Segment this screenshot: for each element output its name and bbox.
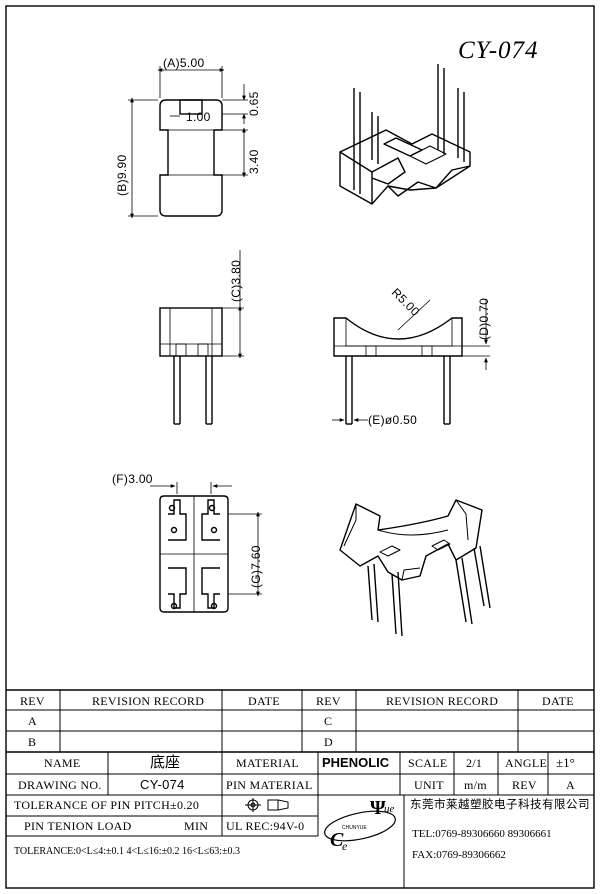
title-block-grid: [6, 752, 594, 888]
top-view-dimensions: [128, 66, 248, 219]
bottom-view-dimensions: [150, 482, 262, 597]
name-value: 底座: [150, 754, 181, 771]
dimension-a: (A)5.00: [163, 56, 205, 70]
general-tolerance: TOLERANCE:0<L≤4:±0.1 4<L≤16:±0.2 16<L≤63…: [14, 846, 241, 857]
angle-label: ANGLE: [505, 756, 548, 770]
ul-rec: UL REC:94V-0: [226, 819, 305, 833]
pin-load-label: PIN TENION LOAD: [24, 819, 132, 833]
top-view-drawing: [159, 99, 223, 217]
side-view-drawing: [159, 307, 223, 425]
revision-record-header-left: REVISION RECORD: [92, 694, 205, 708]
dimension-d: (D)0.70: [477, 297, 491, 340]
drawing-no-label: DRAWING NO.: [18, 778, 102, 792]
date-header-left: DATE: [248, 694, 280, 708]
dimension-top-offset: 0.65: [247, 91, 261, 116]
scale-label: SCALE: [408, 756, 448, 770]
material-value: PHENOLIC: [322, 755, 390, 770]
company-name: 东莞市莱越塑胶电子科技有限公司: [410, 799, 590, 811]
company-logo: C e Ψ ue CHUNYUE: [324, 797, 396, 853]
dimension-e: (E)ø0.50: [368, 413, 418, 427]
rev-row-a: A: [28, 714, 37, 728]
svg-text:Ψ: Ψ: [370, 797, 386, 819]
dimension-f: (F)3.00: [112, 472, 153, 486]
pin-pitch-tolerance: TOLERANCE OF PIN PITCH±0.20: [14, 798, 200, 812]
svg-text:C: C: [330, 829, 344, 851]
sheet-border: [5, 5, 595, 889]
unit-value: m/m: [464, 778, 487, 792]
name-label: NAME: [44, 756, 81, 770]
material-label: MATERIAL: [236, 756, 300, 770]
company-fax: FAX:0769-89306662: [412, 849, 506, 861]
front-view-dimensions: [332, 299, 490, 422]
scale-value: 2/1: [466, 756, 483, 770]
drawing-no-value: CY-074: [140, 777, 185, 792]
rev-value: A: [566, 778, 575, 792]
dimension-mid-height: 3.40: [247, 149, 261, 174]
rev-row-c: C: [324, 714, 333, 728]
angle-value: ±1°: [556, 755, 575, 770]
unit-label: UNIT: [414, 778, 444, 792]
isometric-view-bottom: [339, 499, 491, 637]
rev-label: REV: [512, 778, 537, 792]
date-header-right: DATE: [542, 694, 574, 708]
isometric-view-top: [339, 64, 471, 205]
bottom-view-drawing: [159, 495, 229, 613]
front-view-drawing: [333, 317, 463, 425]
rev-header-right: REV: [316, 694, 341, 708]
revision-record-header-right: REVISION RECORD: [386, 694, 499, 708]
side-view-dimensions: [222, 250, 244, 359]
dimension-slot: 1.00: [186, 110, 211, 124]
pin-load-min: MIN: [184, 819, 209, 833]
dimension-c: (C)3.80: [229, 259, 243, 302]
svg-text:e: e: [342, 839, 348, 853]
position-symbol-icon: [245, 798, 289, 812]
dimension-g: (G)7.60: [249, 545, 263, 588]
revision-table-grid: [6, 689, 594, 753]
company-tel: TEL:0769-89306660 89306661: [412, 828, 552, 840]
drawing-title: CY-074: [458, 37, 539, 64]
rev-row-d: D: [324, 735, 333, 749]
svg-text:ue: ue: [384, 803, 395, 815]
dimension-b: (B)9.90: [115, 154, 129, 196]
svg-text:CHUNYUE: CHUNYUE: [342, 825, 367, 831]
pin-material-label: PIN MATERIAL: [226, 778, 313, 792]
rev-row-b: B: [28, 735, 37, 749]
rev-header-left: REV: [20, 694, 45, 708]
